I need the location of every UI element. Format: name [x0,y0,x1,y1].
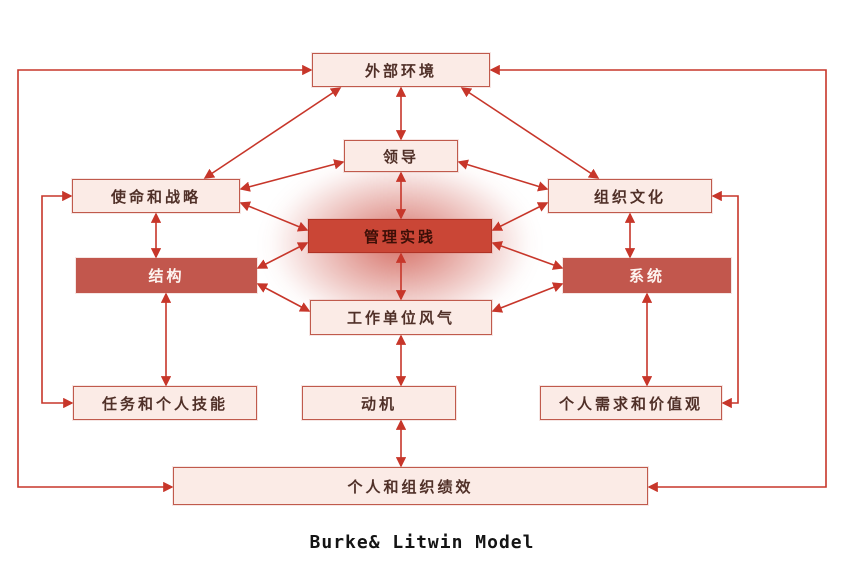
node-motivation: 动机 [302,386,456,420]
arrow-external-culture [460,87,600,179]
arrow-systems-management [491,241,564,270]
arrow-structure-climate [256,283,311,312]
arrow-structure-management [256,242,309,269]
node-leadership: 领导 [344,140,458,172]
arrow-leadership-culture [457,159,549,192]
arrow-systems-climate [491,282,564,313]
arrow-mission-management [239,201,309,232]
arrow-loop-mission-task [41,190,74,409]
node-external-environment: 外部环境 [312,53,490,87]
node-mission-strategy: 使命和战略 [72,179,240,213]
node-structure: 结构 [76,258,257,293]
node-individual-needs: 个人需求和价值观 [540,386,722,420]
arrow-loop-culture-needs [711,190,739,409]
arrow-external-mission [203,87,342,179]
arrow-leadership-mission [239,159,345,192]
node-management-practice: 管理实践 [308,219,492,253]
node-work-unit-climate: 工作单位风气 [310,300,492,335]
node-systems: 系统 [563,258,731,293]
arrow-culture-management [491,202,549,231]
arrow-loop-right-external-performance [489,64,827,493]
node-task-skills: 任务和个人技能 [73,386,257,420]
node-org-culture: 组织文化 [548,179,712,213]
node-performance: 个人和组织绩效 [173,467,648,505]
diagram-title: Burke& Litwin Model [309,532,535,553]
arrow-loop-left-external-performance [17,64,313,493]
